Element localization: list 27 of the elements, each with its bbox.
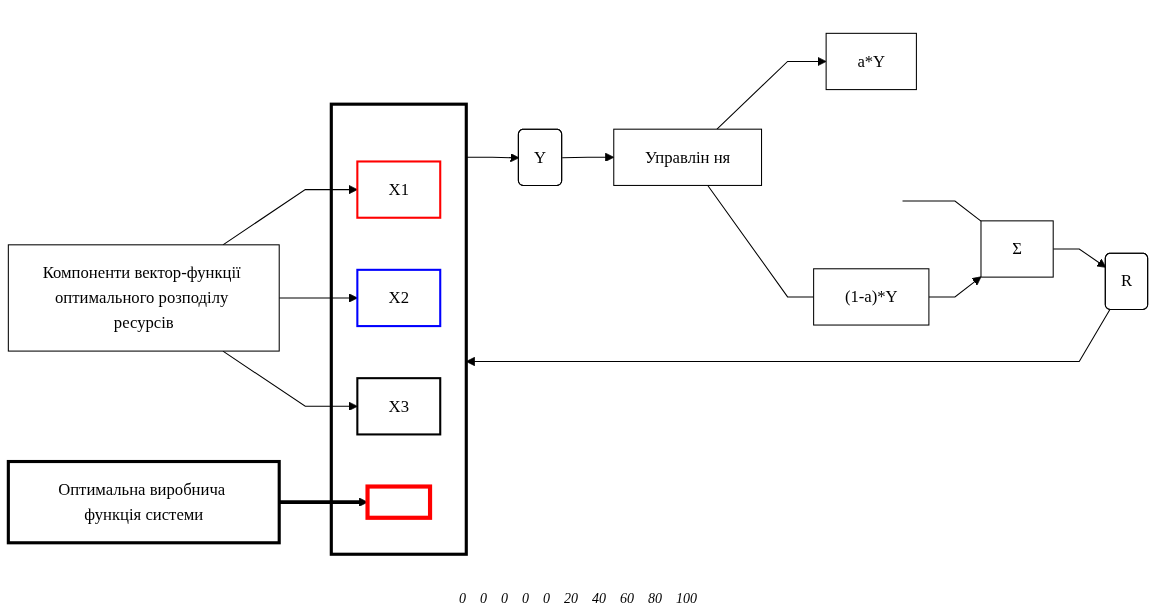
axis-tick-label: 0 xyxy=(522,591,529,607)
arrow xyxy=(928,276,982,298)
cluster xyxy=(329,102,468,556)
axis-tick-label: 100 xyxy=(676,591,697,607)
axis-tick-label: 40 xyxy=(592,591,606,607)
node-box: Σ xyxy=(980,220,1054,278)
arrow xyxy=(716,56,827,130)
node-box: X1 xyxy=(356,160,442,219)
arrow xyxy=(222,350,358,411)
axis-tick-label: 0 xyxy=(459,591,466,607)
node-box xyxy=(365,484,433,520)
axis-tick-label: 20 xyxy=(564,591,578,607)
node-box: a*Y xyxy=(825,32,917,90)
node-box: Управлін ня xyxy=(613,128,763,186)
axis-tick-label: 0 xyxy=(543,591,550,607)
arrow xyxy=(222,184,358,246)
node-box: (1-a)*Y xyxy=(813,267,930,326)
node-box: X3 xyxy=(356,376,442,436)
axis-tick-label: 60 xyxy=(620,591,634,607)
node-box: Компоненти вектор-функції оптимального розподілу ресурсів xyxy=(7,244,280,352)
axis-tick-label: 80 xyxy=(648,591,662,607)
arrow xyxy=(465,308,1111,366)
axis-tick-label: 0 xyxy=(480,591,487,607)
node-box: Оптимальна виробнича функція системи xyxy=(6,459,281,545)
node-box: X2 xyxy=(356,268,442,327)
axis-tick-label: 0 xyxy=(501,591,508,607)
connector xyxy=(902,200,982,222)
